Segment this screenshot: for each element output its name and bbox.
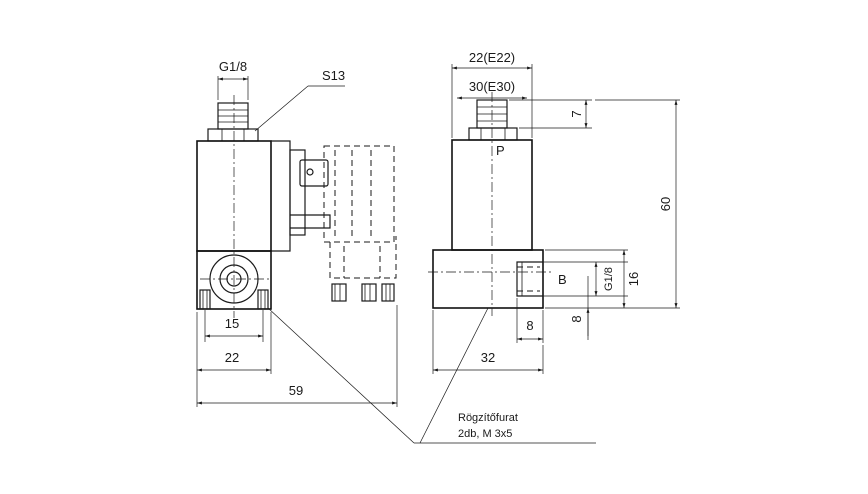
note-line1: Rögzítőfurat (458, 412, 518, 424)
mounting-hole (257, 289, 269, 310)
width-front-label: 22(E22) (469, 50, 515, 65)
hole-spacing-label: 15 (225, 316, 239, 331)
top-height-label: 7 (569, 110, 584, 117)
front-view (196, 95, 397, 318)
port-p-label: P (496, 143, 505, 158)
valve-base (196, 250, 272, 310)
plug-outline (323, 145, 395, 243)
connector-housing (271, 140, 291, 252)
body-height-label: 16 (626, 272, 641, 286)
thread-top-label: G1/8 (219, 59, 247, 74)
side-view (428, 92, 553, 316)
total-height-label: 60 (658, 197, 673, 211)
port-depth-label: 8 (526, 318, 533, 333)
side-hex-nut (468, 127, 518, 141)
overall-width-label: 59 (289, 383, 303, 398)
base-width-label: 22 (225, 350, 239, 365)
width-front-alt-label: 30(E30) (469, 79, 515, 94)
note-line2: 2db, M 3x5 (458, 428, 512, 440)
port-b (516, 261, 543, 297)
mounting-note: Rögzítőfurat 2db, M 3x5 (267, 307, 596, 444)
hex-label: S13 (322, 68, 345, 83)
plug-pin (361, 283, 377, 302)
thread-side-label: G1/8 (603, 267, 615, 291)
front-view-dimensions: G1/8 S13 15 22 59 (196, 59, 398, 407)
hex-nut (207, 128, 259, 142)
side-valve-base (432, 249, 544, 309)
plug-pin (381, 283, 395, 302)
mounting-hole (199, 289, 211, 310)
side-width-label: 32 (481, 350, 495, 365)
port-b-label: B (558, 272, 567, 287)
base-height-label: 8 (569, 315, 584, 322)
plug-pin (331, 283, 347, 302)
side-view-dimensions: 22(E22) 30(E30) 7 P 60 B G1/8 16 8 (432, 50, 680, 374)
